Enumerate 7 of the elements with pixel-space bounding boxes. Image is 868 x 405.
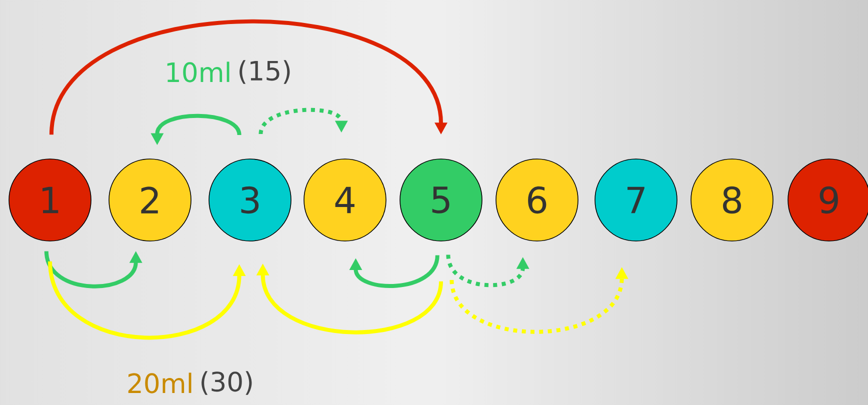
amount-label: 20ml bbox=[128, 372, 192, 394]
amount-label: (30) bbox=[202, 371, 252, 395]
arrow bbox=[50, 20, 448, 136]
amount-label: (15) bbox=[240, 60, 290, 84]
amount-label: 10ml bbox=[167, 62, 230, 82]
arrow bbox=[258, 108, 348, 134]
arrow bbox=[349, 254, 440, 288]
